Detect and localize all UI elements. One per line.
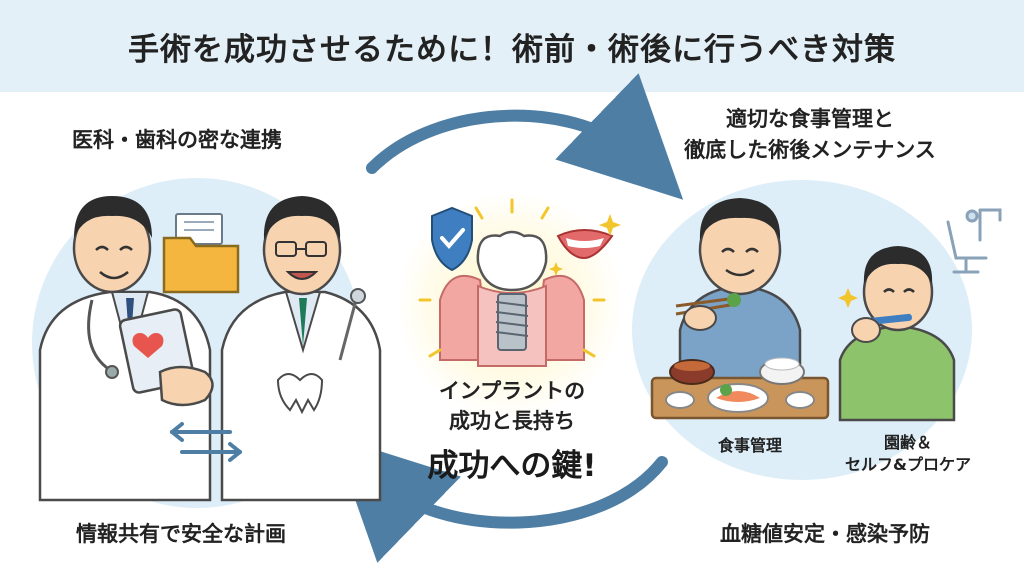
- boy-brushing-figure: [838, 246, 956, 422]
- gum-implant-icon: [439, 230, 585, 367]
- self-pro-care-label-line2: セルフ&プロケア: [845, 455, 971, 474]
- label-diet-maintenance-line1: 適切な食事管理と: [726, 107, 894, 131]
- medical-doctor-figure: [38, 196, 212, 502]
- shared-folder-icon: [162, 213, 240, 294]
- label-diet-maintenance: 適切な食事管理と 徹底した術後メンテナンス: [640, 104, 980, 166]
- label-diet-maintenance-line2: 徹底した術後メンテナンス: [684, 138, 936, 162]
- center-key-phrase: 成功への鍵!: [427, 448, 597, 484]
- label-info-sharing: 情報共有で安全な計画: [76, 522, 286, 546]
- center-title: インプラントの 成功と長持ち: [410, 376, 614, 436]
- center-title-line1: インプラントの: [438, 379, 586, 403]
- handshake: [158, 365, 214, 407]
- star-sparkle-icon: [838, 288, 858, 308]
- dental-chair-icon: [946, 208, 1002, 274]
- self-pro-care-label: 園齢＆ セルフ&プロケア: [818, 432, 998, 476]
- exchange-arrows-icon: [170, 422, 242, 462]
- glow-rays: [418, 198, 606, 358]
- dentist-figure: [220, 196, 382, 502]
- smile-lips-icon: [556, 229, 614, 260]
- meal-tray-icon: [650, 357, 830, 420]
- top-cycle-arrow: [366, 73, 684, 200]
- bottom-cycle-arrow: [332, 436, 668, 563]
- self-pro-care-label-line1: 園齢＆: [883, 433, 932, 452]
- shield-check-icon: [431, 206, 473, 272]
- label-medical-dental-cooperation: 医科・歯科の密な連携: [72, 128, 282, 152]
- page-title: 手術を成功させるために！術前・術後に行うべき対策: [128, 31, 896, 68]
- sparkle-icon: [549, 214, 621, 276]
- header-banner: 手術を成功させるために！術前・術後に行うべき対策: [0, 0, 1024, 92]
- center-title-line2: 成功と長持ち: [449, 409, 575, 433]
- meal-management-label: 食事管理: [717, 436, 782, 455]
- label-blood-sugar-infection: 血糖値安定・感染予防: [720, 522, 930, 546]
